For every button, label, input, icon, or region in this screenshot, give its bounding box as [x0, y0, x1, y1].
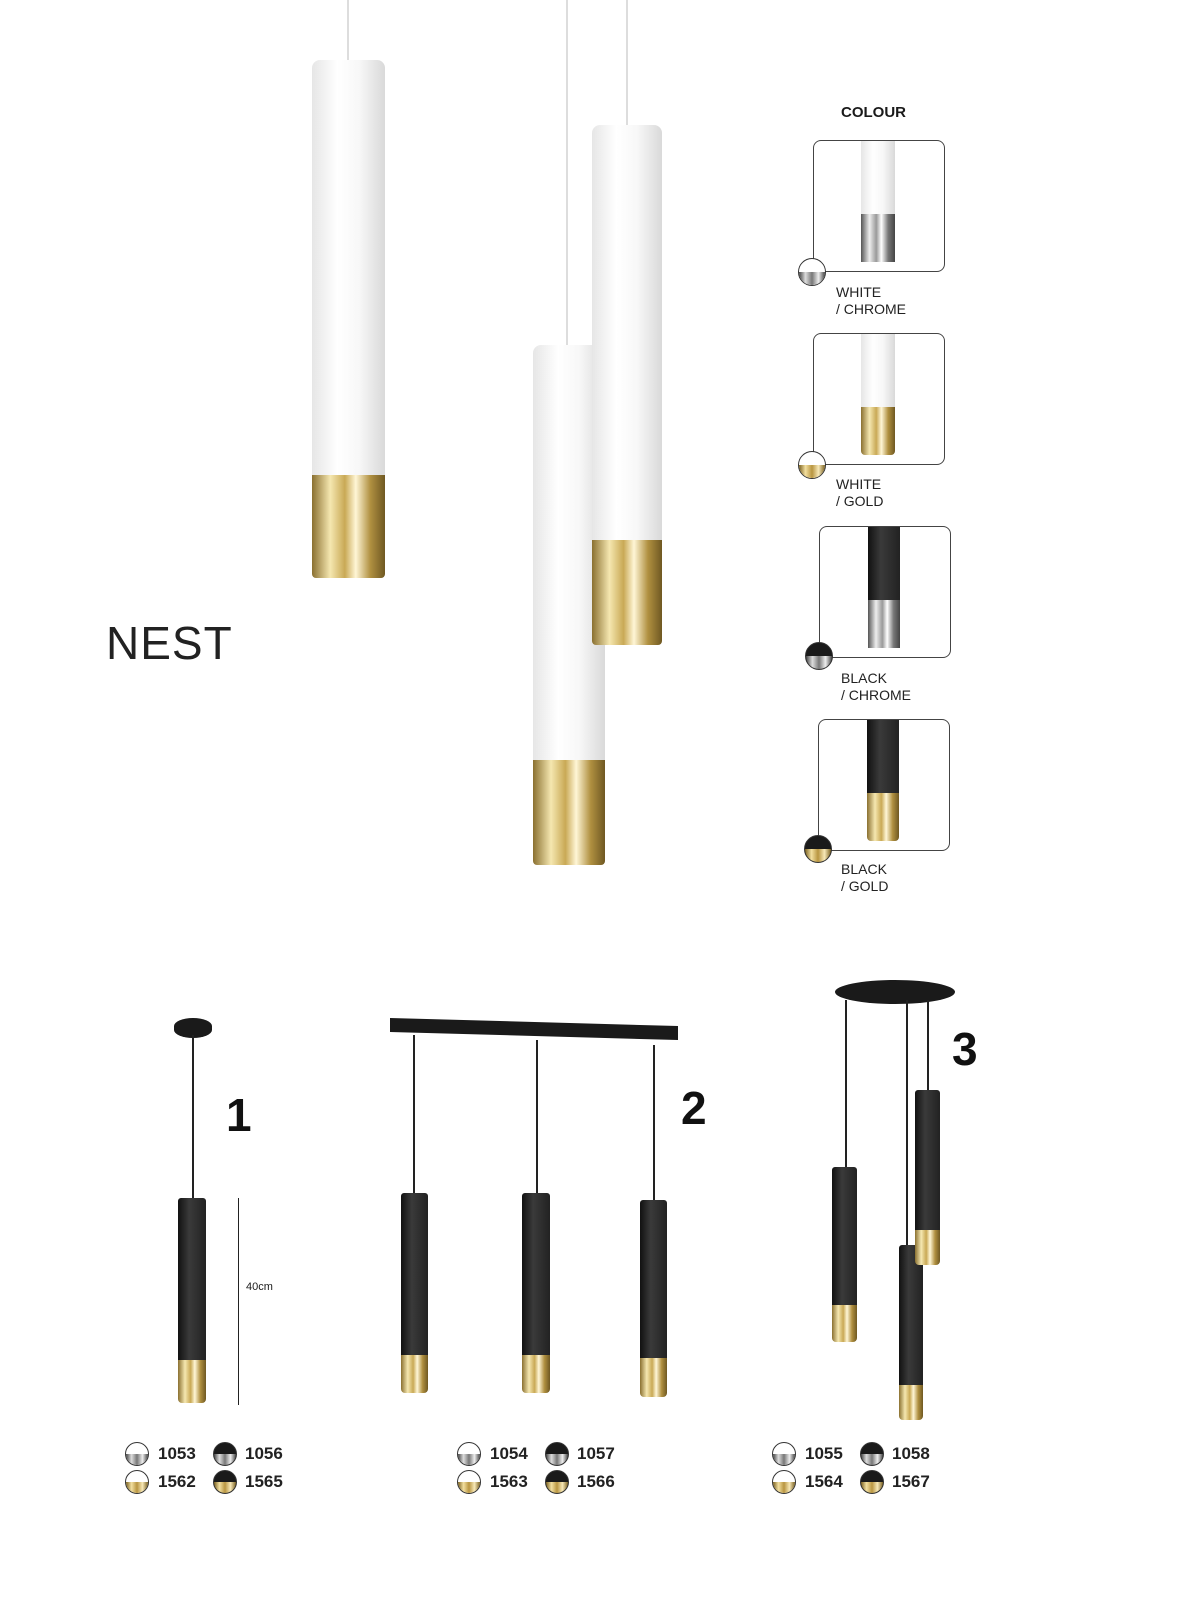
label-line: / GOLD: [841, 878, 889, 894]
product-code: 1058: [892, 1444, 930, 1463]
white-gold-icon: [772, 1470, 796, 1494]
label-line: / GOLD: [836, 493, 884, 509]
product-code: 1566: [577, 1472, 615, 1491]
colour-heading: COLOUR: [841, 104, 906, 121]
label-line: WHITE: [836, 284, 882, 300]
variant-number: 2: [681, 1082, 707, 1134]
black-chrome-icon: [860, 1442, 884, 1466]
product-code: 1563: [490, 1472, 528, 1491]
label-line: BLACK: [841, 670, 887, 686]
variant-2-codes: 1054 1057 1563 1566: [457, 1442, 637, 1502]
white-gold-icon: [798, 451, 826, 479]
label-line: / CHROME: [836, 301, 906, 317]
white-chrome-icon: [798, 258, 826, 286]
black-gold-icon: [804, 835, 832, 863]
product-code: 1056: [245, 1444, 283, 1463]
black-chrome-icon: [805, 642, 833, 670]
black-gold-icon: [213, 1470, 237, 1494]
product-code: 1055: [805, 1444, 843, 1463]
product-code: 1054: [490, 1444, 528, 1463]
product-code: 1564: [805, 1472, 843, 1491]
product-title: NEST: [106, 617, 233, 669]
hero-pendant-image: [0, 0, 780, 900]
swatch-white-chrome: [813, 140, 945, 272]
swatch-black-gold: [818, 719, 950, 851]
label-line: / CHROME: [841, 687, 911, 703]
variant-number: 1: [226, 1089, 252, 1141]
white-chrome-icon: [772, 1442, 796, 1466]
label-line: WHITE: [836, 476, 882, 492]
black-gold-icon: [545, 1470, 569, 1494]
dimension-label: 40cm: [246, 1281, 273, 1293]
variant-1-codes: 1053 1056 1562 1565: [125, 1442, 305, 1502]
colour-label-black-gold: BLACK/ GOLD: [841, 861, 888, 895]
colour-label-white-gold: WHITE/ GOLD: [836, 476, 883, 510]
product-code: 1567: [892, 1472, 930, 1491]
product-code: 1053: [158, 1444, 196, 1463]
swatch-black-chrome: [819, 526, 951, 658]
product-code: 1562: [158, 1472, 196, 1491]
white-gold-icon: [125, 1470, 149, 1494]
black-chrome-icon: [213, 1442, 237, 1466]
swatch-white-gold: [813, 333, 945, 465]
variant-number: 3: [952, 1023, 978, 1075]
white-gold-icon: [457, 1470, 481, 1494]
black-chrome-icon: [545, 1442, 569, 1466]
colour-label-black-chrome: BLACK/ CHROME: [841, 670, 911, 704]
label-line: BLACK: [841, 861, 887, 877]
white-chrome-icon: [457, 1442, 481, 1466]
white-chrome-icon: [125, 1442, 149, 1466]
colour-label-white-chrome: WHITE/ CHROME: [836, 284, 906, 318]
black-gold-icon: [860, 1470, 884, 1494]
variant-3-codes: 1055 1058 1564 1567: [772, 1442, 952, 1502]
product-code: 1057: [577, 1444, 615, 1463]
product-code: 1565: [245, 1472, 283, 1491]
